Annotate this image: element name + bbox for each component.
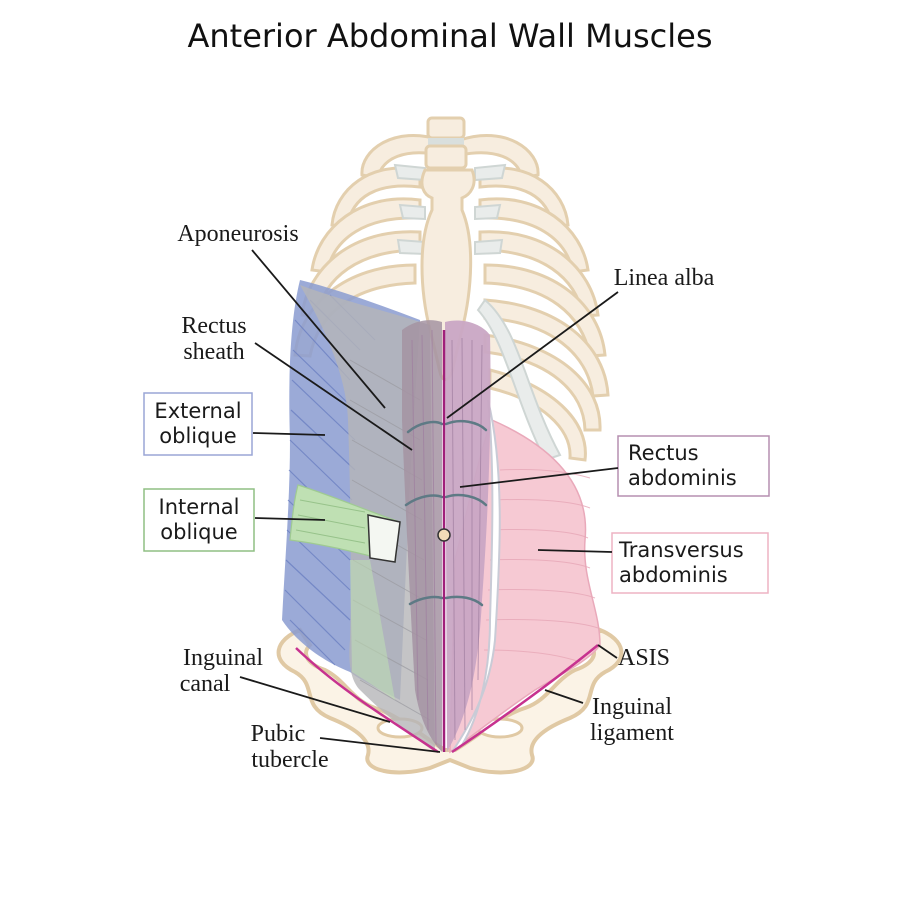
svg-text:abdominis: abdominis [619, 563, 728, 587]
inguinal-ligament-line-right [451, 644, 599, 754]
label-external-oblique: External oblique [143, 392, 326, 456]
label-rectus-sheath: Rectus sheath [181, 313, 413, 451]
svg-text:Rectus: Rectus [181, 313, 246, 339]
label-pubic-tubercle: Pubic tubercle [251, 721, 441, 773]
umbilicus [437, 528, 451, 542]
svg-text:oblique: oblique [160, 520, 237, 544]
internal-oblique-lower [350, 560, 395, 700]
svg-text:ASIS: ASIS [618, 645, 670, 671]
page-title: Anterior Abdominal Wall Muscles [187, 17, 712, 55]
rectus-fibers [411, 329, 483, 746]
svg-text:Linea alba: Linea alba [614, 265, 715, 291]
label-asis: ASIS [597, 644, 670, 671]
svg-text:Transversus: Transversus [618, 538, 744, 562]
internal-oblique-aponeurosis [367, 514, 401, 563]
label-internal-oblique: Internal oblique [143, 488, 326, 552]
rectus-abdominis [445, 320, 491, 752]
svg-text:Inguinal: Inguinal [183, 645, 263, 671]
svg-text:tubercle: tubercle [251, 747, 328, 773]
svg-text:abdominis: abdominis [628, 466, 737, 490]
svg-text:Pubic: Pubic [251, 721, 306, 747]
svg-text:Aponeurosis: Aponeurosis [177, 221, 298, 247]
label-linea-alba: Linea alba [446, 265, 715, 419]
svg-text:External: External [154, 399, 241, 423]
svg-text:sheath: sheath [183, 339, 244, 365]
label-aponeurosis: Aponeurosis [177, 221, 386, 409]
svg-text:Rectus: Rectus [628, 441, 699, 465]
label-inguinal-canal: Inguinal canal [180, 645, 391, 723]
svg-text:ligament: ligament [590, 720, 674, 746]
transversus-fibers [483, 468, 599, 663]
label-rectus-abdominis: Rectus abdominis [459, 435, 770, 497]
svg-text:canal: canal [180, 671, 231, 697]
svg-text:Internal: Internal [159, 495, 240, 519]
svg-text:oblique: oblique [159, 424, 236, 448]
inguinal-ligament-line-left [295, 647, 439, 754]
svg-text:Inguinal: Inguinal [592, 694, 672, 720]
tendinous-intersections [404, 419, 488, 607]
label-inguinal-ligament: Inguinal ligament [544, 689, 674, 746]
label-transversus-abdominis: Transversus abdominis [537, 532, 769, 594]
